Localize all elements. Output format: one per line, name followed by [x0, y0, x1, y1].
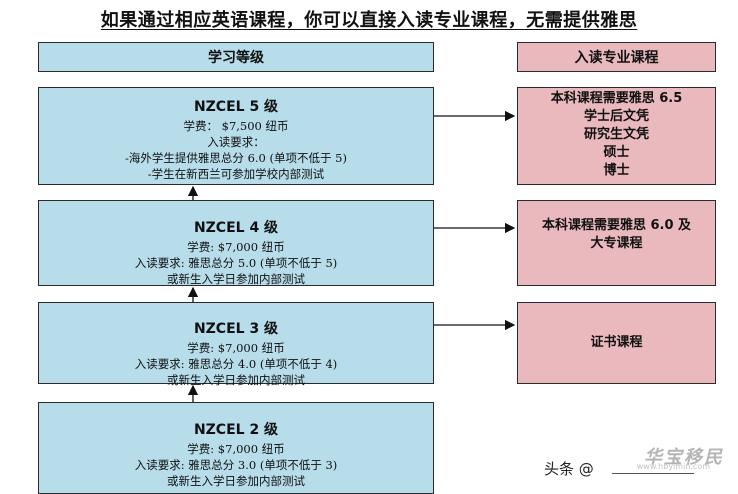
level-box-3: NZCEL 3 级 学费: $7,000 纽币 入读要求: 雅思总分 4.0 (…: [38, 302, 434, 387]
level-line: -学生在新西兰可参加学校内部测试: [147, 167, 325, 181]
level-name: NZCEL 4 级: [193, 220, 279, 236]
watermark-url: www.hbyimin.com: [636, 462, 710, 471]
level-line: 学费: $7,000 纽币: [187, 240, 285, 254]
level-line: 学费： $7,500 纽币: [183, 119, 289, 133]
watermark-brand: 华宝移民: [644, 447, 724, 468]
header-study-level: 学习等级: [38, 42, 434, 72]
level-line: 或新生入学日参加内部测试: [167, 373, 305, 387]
watermark-source: 头条 @: [544, 460, 594, 478]
level-line: 入读要求: 雅思总分 5.0 (单项不低于 5): [134, 256, 338, 270]
course-line: 证书课程: [590, 335, 643, 350]
level-line: -海外学生提供雅思总分 6.0 (单项不低于 5): [125, 151, 347, 165]
level-line: 学费: $7,000 纽币: [187, 442, 285, 456]
header-course: 入读专业课程: [517, 42, 716, 72]
level-line: 入读要求：: [207, 135, 265, 149]
page-title: 如果通过相应英语课程，你可以直接入读专业课程，无需提供雅思: [100, 10, 638, 31]
course-box-diploma: 本科课程需要雅思 6.0 及 大专课程: [517, 200, 716, 286]
watermark-underline: [612, 473, 694, 474]
course-line: 博士: [603, 163, 630, 178]
course-line: 大专课程: [590, 236, 643, 251]
level-name: NZCEL 2 级: [193, 422, 279, 438]
course-line: 硕士: [603, 145, 630, 160]
course-line: 学士后文凭: [583, 109, 649, 124]
course-box-degree: 本科课程需要雅思 6.5 学士后文凭 研究生文凭 硕士 博士: [517, 87, 716, 185]
course-line: 本科课程需要雅思 6.0 及: [541, 218, 692, 233]
level-name: NZCEL 3 级: [193, 321, 279, 337]
header-course-label: 入读专业课程: [574, 50, 659, 66]
connector-arrows: [187, 110, 516, 402]
course-box-certificate: 证书课程: [517, 302, 716, 384]
level-box-2: NZCEL 2 级 学费: $7,000 纽币 入读要求: 雅思总分 3.0 (…: [38, 402, 434, 494]
level-box-5: NZCEL 5 级 学费： $7,500 纽币 入读要求： -海外学生提供雅思总…: [38, 87, 434, 185]
level-name: NZCEL 5 级: [193, 99, 279, 115]
level-line: 入读要求: 雅思总分 4.0 (单项不低于 4): [134, 357, 338, 371]
course-line: 本科课程需要雅思 6.5: [550, 91, 683, 106]
level-line: 学费: $7,000 纽币: [187, 341, 285, 355]
level-line: 或新生入学日参加内部测试: [167, 272, 305, 286]
header-study-level-label: 学习等级: [208, 50, 264, 66]
level-line: 入读要求: 雅思总分 3.0 (单项不低于 3): [134, 458, 338, 472]
level-box-4: NZCEL 4 级 学费: $7,000 纽币 入读要求: 雅思总分 5.0 (…: [38, 200, 434, 286]
course-line: 研究生文凭: [583, 127, 649, 142]
